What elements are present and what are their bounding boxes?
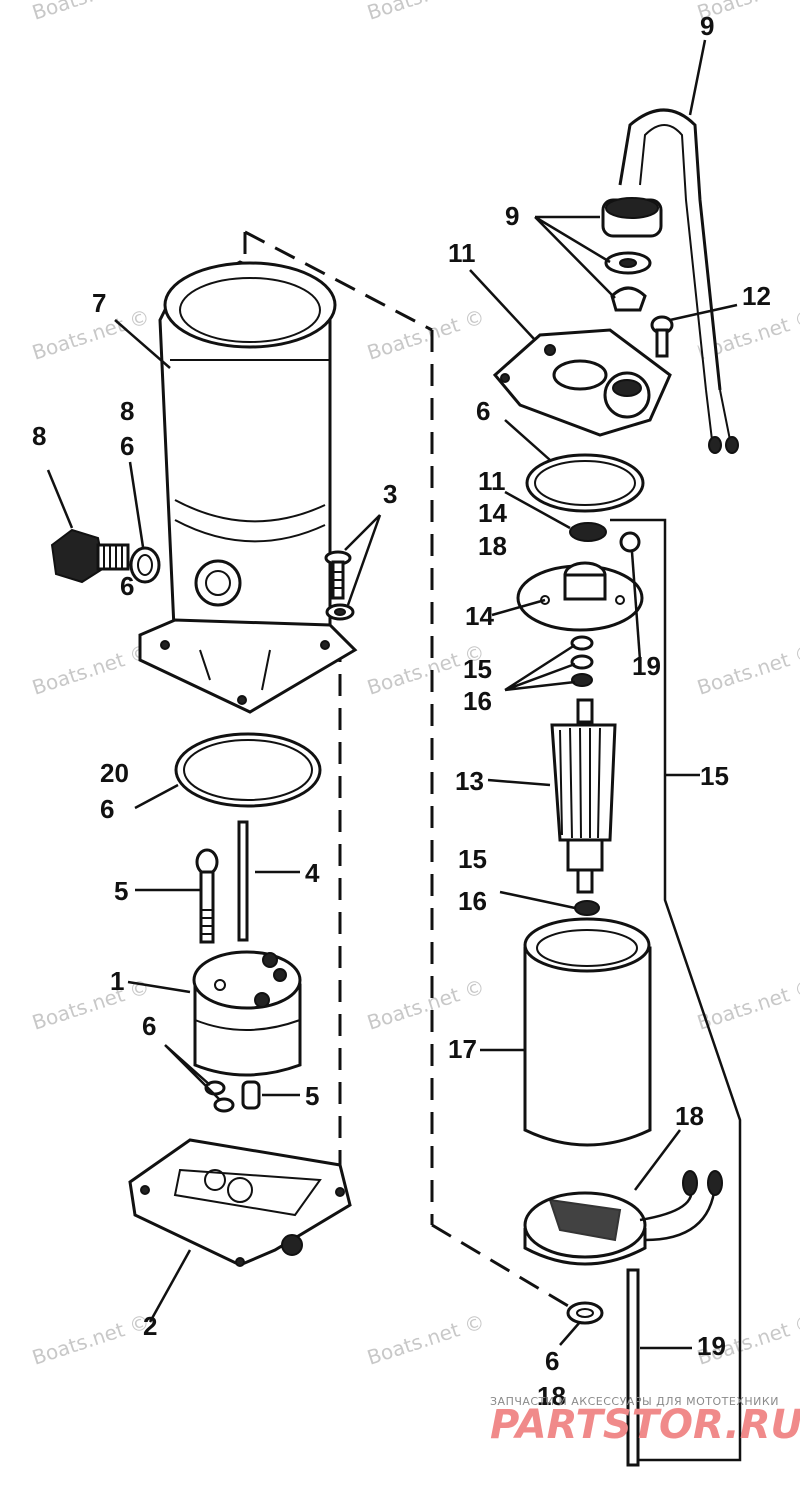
watermark-13: Boats.net © [364,1309,487,1370]
callout-19: 13 [455,766,484,796]
grommet-stack-9 [601,197,663,312]
callout-1: 9 [505,201,519,231]
washer-15-16 [574,900,600,916]
watermark-11: Boats.net © [694,974,800,1035]
callout-12: 14 [478,498,507,528]
seal-ring-6 [129,546,161,584]
callout-7: 8 [32,421,46,451]
ring-6-bottom [566,1301,604,1325]
callout-labels: 9911127868636111418141915161513206451516… [32,11,771,1411]
o-ring-20 [174,732,322,808]
watermark-8: Boats.net © [694,639,800,700]
callout-14: 14 [465,601,494,631]
callout-15: 19 [632,651,661,681]
watermark-10: Boats.net © [364,974,487,1035]
callout-8: 6 [120,571,134,601]
callout-25: 16 [458,886,487,916]
reservoir-housing-7 [138,260,358,714]
pump-1 [192,950,302,1077]
callout-20: 20 [100,758,129,788]
watermark-12: Boats.net © [29,1309,152,1370]
callout-9: 3 [383,479,397,509]
motor-frame-17 [523,917,652,1147]
screw-12 [650,315,674,358]
callout-23: 5 [114,876,128,906]
callout-17: 16 [463,686,492,716]
cable-grommet-9 [618,108,739,454]
callout-24: 15 [458,844,487,874]
callout-27: 17 [448,1034,477,1064]
brush-plate-14 [516,561,644,632]
callout-18: 15 [700,761,729,791]
callout-10: 6 [476,396,490,426]
callout-29: 5 [305,1081,319,1111]
callout-30: 18 [675,1101,704,1131]
callout-0: 9 [700,11,714,41]
screw-washer-3 [324,550,355,621]
callout-2: 11 [448,238,476,268]
bolt-5 [195,848,219,944]
site-logo: PARTSTOR.RU [490,1402,800,1448]
callout-33: 6 [545,1346,559,1376]
through-bolt-19 [626,1268,640,1467]
watermark-4: Boats.net © [364,304,487,365]
leader-lines [46,39,738,1350]
callout-21: 6 [100,794,114,824]
end-cap-11 [492,328,672,437]
seal-11 [569,522,607,542]
callout-22: 4 [305,858,320,888]
manifold-base-2 [128,1138,352,1267]
callout-13: 18 [478,531,507,561]
callout-11: 11 [478,466,506,496]
armature-15 [550,698,617,894]
wire-lead-13 [610,518,742,1462]
watermark-0: Boats.net © [29,0,152,25]
callout-34: 18 [537,1381,566,1411]
o-ring-6 [525,453,645,513]
callout-26: 1 [110,966,124,996]
callout-32: 19 [697,1331,726,1361]
callout-5: 8 [120,396,134,426]
site-tagline: ЗАПЧАСТИ И АКСЕССУАРЫ ДЛЯ МОТОТЕХНИКИ [490,1395,779,1408]
washer-16b [571,673,593,687]
callout-31: 2 [143,1311,157,1341]
ring-6b [213,1097,235,1113]
washer-15a [570,635,594,651]
rod-4 [237,820,249,942]
watermark-6: Boats.net © [29,639,152,700]
watermark-1: Boats.net © [364,0,487,25]
washer-16a [570,654,594,670]
callout-4: 7 [92,288,106,318]
nut-19 [619,531,641,553]
end-head-18 [523,1170,723,1266]
callout-16: 15 [463,654,492,684]
assembly-guide-lines [243,230,576,1312]
fill-plug-8 [50,528,130,584]
callout-6: 6 [120,431,134,461]
watermark-3: Boats.net © [29,304,152,365]
pin-5 [241,1080,261,1110]
callout-28: 6 [142,1011,156,1041]
callout-3: 12 [742,281,771,311]
